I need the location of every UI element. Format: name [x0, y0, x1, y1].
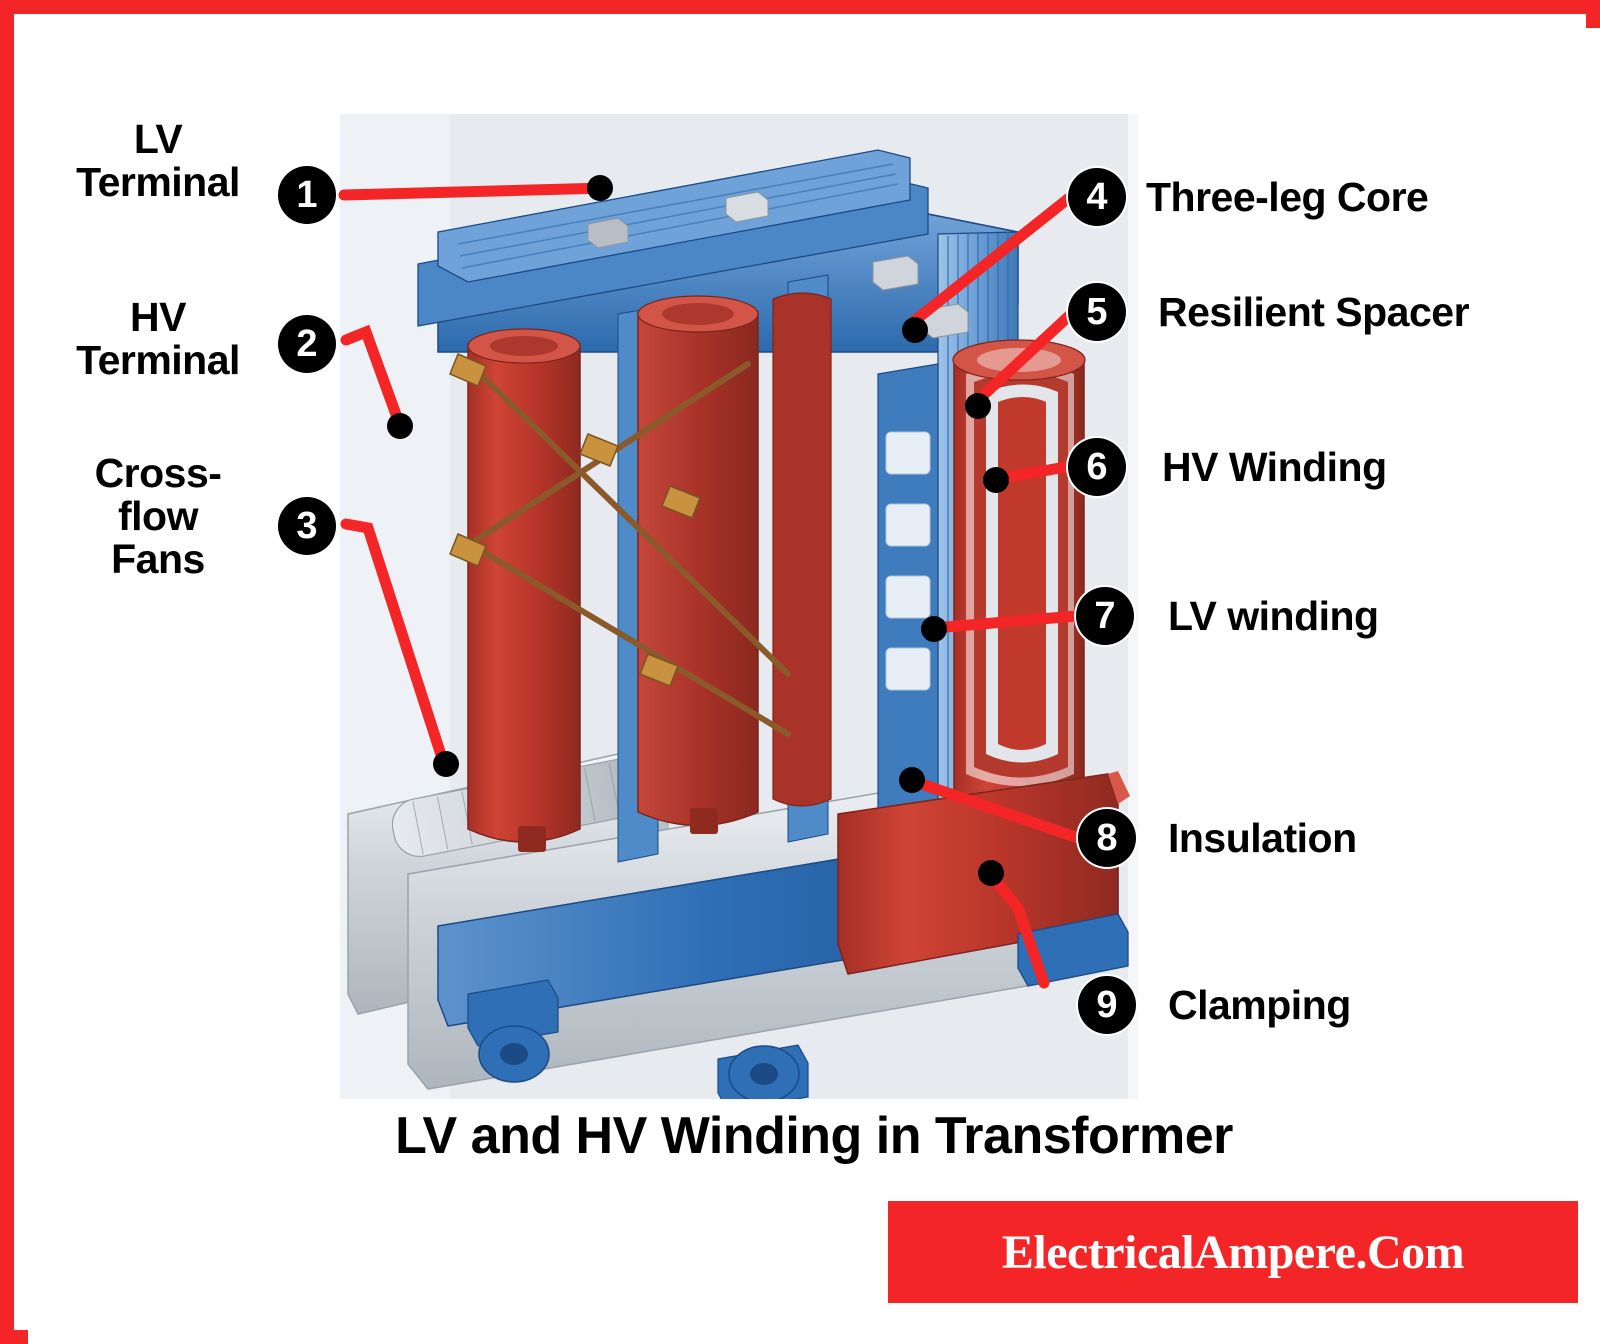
callout-number-7[interactable]: 7 [1076, 587, 1134, 645]
transformer-illustration [318, 114, 1138, 1099]
label-insulation: Insulation [1168, 815, 1357, 861]
label-hv-winding: HV Winding [1162, 444, 1387, 490]
label-resilient-spacer: Resilient Spacer [1158, 289, 1470, 335]
label-cross-flow-fans: Cross- flow Fans [94, 450, 222, 583]
callout-number-6[interactable]: 6 [1068, 438, 1126, 496]
poster-inner: LV Terminal 1 HV Terminal 2 Cross- flow … [28, 28, 1600, 1344]
callout-number-1[interactable]: 1 [278, 166, 336, 224]
callout-number-9[interactable]: 9 [1078, 976, 1136, 1034]
label-lv-terminal: LV Terminal [76, 116, 240, 206]
callout-number-2[interactable]: 2 [278, 315, 336, 373]
callout-number-5[interactable]: 5 [1068, 283, 1126, 341]
label-clamping: Clamping [1168, 982, 1351, 1028]
transformer-drawing [340, 114, 1130, 1099]
callout-number-4[interactable]: 4 [1068, 168, 1126, 226]
callout-number-8[interactable]: 8 [1078, 809, 1136, 867]
watermark-text: ElectricalAmpere.Com [1001, 1225, 1465, 1279]
label-three-leg-core: Three-leg Core [1146, 174, 1429, 220]
label-hv-terminal: HV Terminal [76, 294, 240, 384]
watermark-badge: ElectricalAmpere.Com [888, 1201, 1578, 1303]
callout-number-3[interactable]: 3 [278, 497, 336, 555]
illustration-right-margin [1128, 114, 1138, 1099]
label-lv-winding: LV winding [1168, 593, 1379, 639]
page-title: LV and HV Winding in Transformer [395, 1107, 1233, 1165]
